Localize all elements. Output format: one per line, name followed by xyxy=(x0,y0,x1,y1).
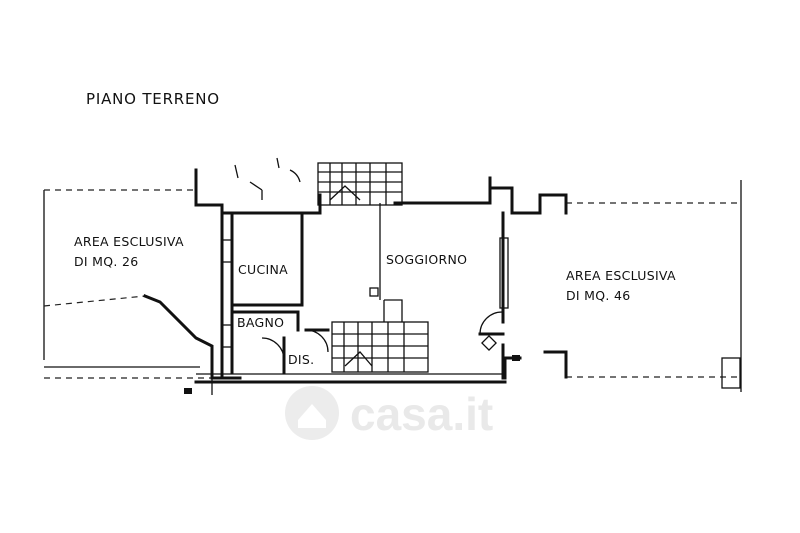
upper-staircase xyxy=(317,162,403,206)
area-left-label-line2: DI MQ. 26 xyxy=(74,254,138,269)
building-walls xyxy=(184,168,568,395)
watermark: casa.it xyxy=(285,386,493,440)
bagno-label: BAGNO xyxy=(237,315,284,330)
dis-label: DIS. xyxy=(288,352,314,367)
watermark-text: casa.it xyxy=(350,388,493,440)
cucina-label: CUCINA xyxy=(238,262,288,277)
watermark-house-icon xyxy=(298,404,326,428)
doors xyxy=(234,157,505,362)
soggiorno-label: SOGGIORNO xyxy=(386,252,467,267)
area-right-label-line1: AREA ESCLUSIVA xyxy=(566,268,676,283)
room-labels: AREA ESCLUSIVA DI MQ. 26 CUCINA SOGGIORN… xyxy=(74,234,676,367)
area-left-label-line1: AREA ESCLUSIVA xyxy=(74,234,184,249)
left-area-boundary xyxy=(43,189,214,380)
lower-staircase xyxy=(331,287,429,373)
plan-title: PIANO TERRENO xyxy=(86,90,220,108)
area-right-label-line2: DI MQ. 46 xyxy=(566,288,630,303)
